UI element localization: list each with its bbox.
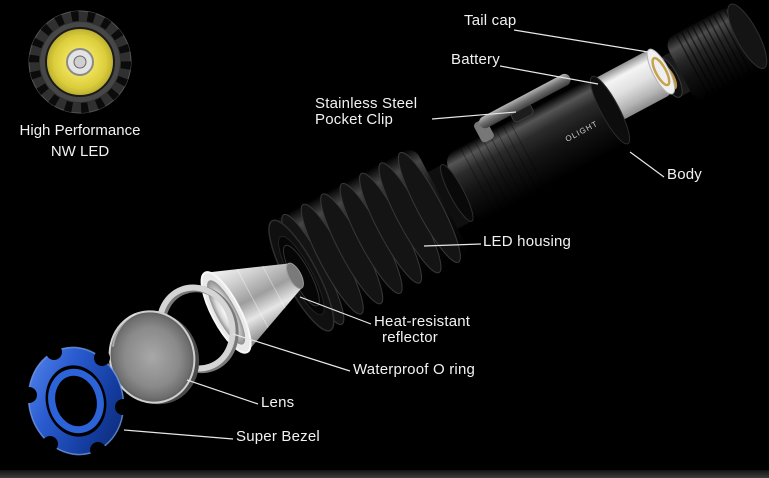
super-bezel-callout-line (123, 429, 234, 440)
tail-cap-part (656, 3, 768, 100)
bezel-crenellations (21, 344, 131, 458)
battery-label: Battery (451, 51, 500, 68)
led-bezel-teeth (29, 11, 131, 113)
body-callout-line (629, 151, 665, 178)
housing-fins (281, 151, 461, 325)
led-housing-callout-line (423, 243, 482, 247)
led-badge-caption: High Performance NW LED (12, 120, 148, 162)
pocket-clip (479, 73, 571, 129)
pocket-clip-callout-line (431, 111, 517, 120)
pocket-clip-label-line1: Stainless Steel (315, 95, 418, 112)
callout-lines (123, 29, 665, 440)
reflector-label-line1: Heat-resistant (374, 313, 471, 330)
o-ring-label: Waterproof O ring (353, 361, 476, 378)
o-ring-callout-line (232, 333, 351, 372)
led-housing-part (268, 149, 474, 332)
lens-part (108, 310, 200, 405)
reflector-callout-line (299, 296, 372, 325)
bezel-inner-ring (48, 368, 104, 434)
pocket-clip-label-line2: Pocket Clip (315, 111, 394, 128)
led-housing-label: LED housing (483, 233, 572, 250)
tail-cap-callout-line (513, 29, 649, 53)
body-label: Body (667, 166, 702, 183)
body-knurling (460, 122, 545, 213)
led-icon (28, 10, 132, 114)
super-bezel-label: Super Bezel (236, 428, 320, 445)
pocket-clip-mount (474, 119, 494, 143)
tail-cap-label: Tail cap (464, 12, 517, 29)
lens-callout-line (186, 379, 259, 405)
led-badge-caption-line2: NW LED (50, 143, 110, 160)
battery-callout-line (499, 65, 599, 85)
led-badge-caption-line1: High Performance (19, 122, 141, 139)
reflector-label: Heat-resistant reflector (374, 314, 470, 346)
super-bezel-part (21, 344, 131, 458)
battery-gold-terminal (651, 56, 671, 87)
reflector-label-line2: reflector (382, 329, 438, 346)
lens-label: Lens (261, 394, 295, 411)
floor-strip (0, 470, 769, 478)
pocket-clip-label: Stainless Steel Pocket Clip (315, 96, 417, 128)
